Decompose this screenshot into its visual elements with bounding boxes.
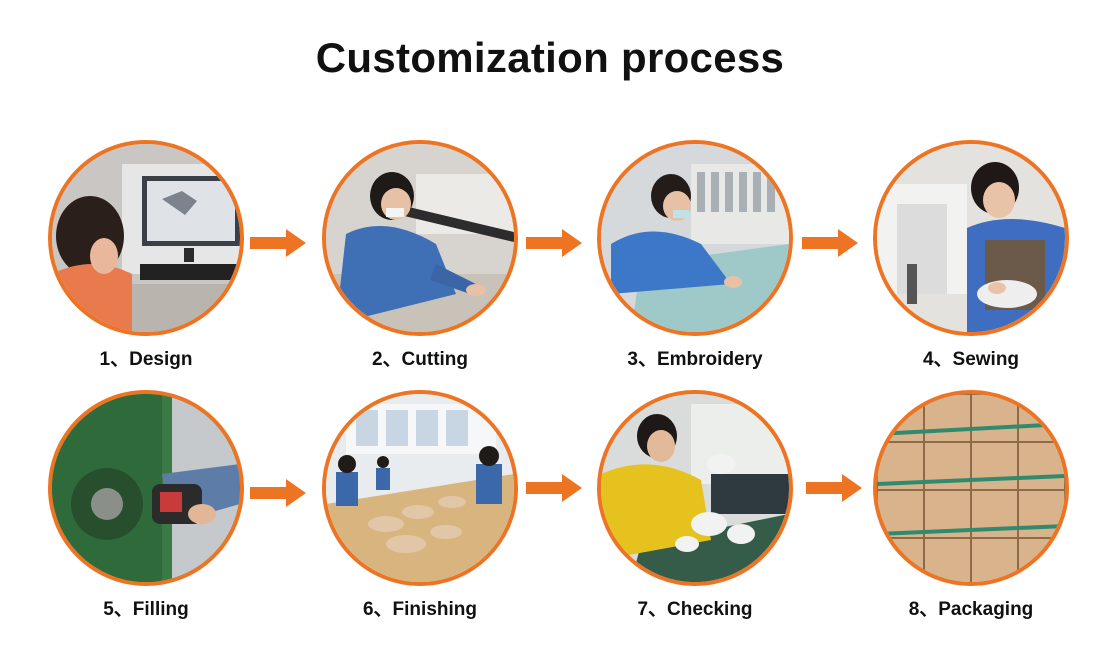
designer-at-computer-illustration <box>52 144 240 332</box>
step-label: 1、Design <box>99 349 193 370</box>
worker-at-embroidery-machine-illustration <box>601 144 789 332</box>
step-photo <box>597 390 793 586</box>
step-label: 6、Finishing <box>362 599 477 620</box>
page-title: Customization process <box>315 34 785 81</box>
process-step-finishing: 6、Finishing <box>322 390 518 620</box>
arrow-right-icon <box>526 474 582 502</box>
step-label: 4、Sewing <box>922 349 1020 370</box>
step-photo <box>322 390 518 586</box>
process-step-filling: 5、Filling <box>48 390 244 620</box>
arrow-right-icon <box>806 474 862 502</box>
step-label: 7、Checking <box>637 599 753 620</box>
process-step-design: 1、Design <box>48 140 244 370</box>
step-photo <box>873 390 1069 586</box>
process-step-sewing: 4、Sewing <box>873 140 1069 370</box>
process-step-checking: 7、Checking <box>597 390 793 620</box>
arrow-right-icon <box>250 479 306 507</box>
process-step-packaging: 8、Packaging <box>873 390 1069 620</box>
step-photo <box>48 140 244 336</box>
step-photo <box>322 140 518 336</box>
workers-at-finishing-table-illustration <box>326 394 514 582</box>
step-photo <box>873 140 1069 336</box>
worker-filling-toy-illustration <box>52 394 240 582</box>
step-photo <box>48 390 244 586</box>
process-step-embroidery: 3、Embroidery <box>597 140 793 370</box>
worker-at-sewing-machine-illustration <box>877 144 1065 332</box>
arrow-right-icon <box>802 229 858 257</box>
process-step-cutting: 2、Cutting <box>322 140 518 370</box>
arrow-right-icon <box>250 229 306 257</box>
worker-inspecting-toys-illustration <box>601 394 789 582</box>
step-label: 8、Packaging <box>908 599 1034 620</box>
step-label: 2、Cutting <box>371 349 469 370</box>
step-label: 5、Filling <box>103 599 189 620</box>
step-label: 3、Embroidery <box>627 349 763 370</box>
step-photo <box>597 140 793 336</box>
worker-cutting-fabric-illustration <box>326 144 514 332</box>
arrow-right-icon <box>526 229 582 257</box>
stacked-cartons-illustration <box>877 394 1065 582</box>
